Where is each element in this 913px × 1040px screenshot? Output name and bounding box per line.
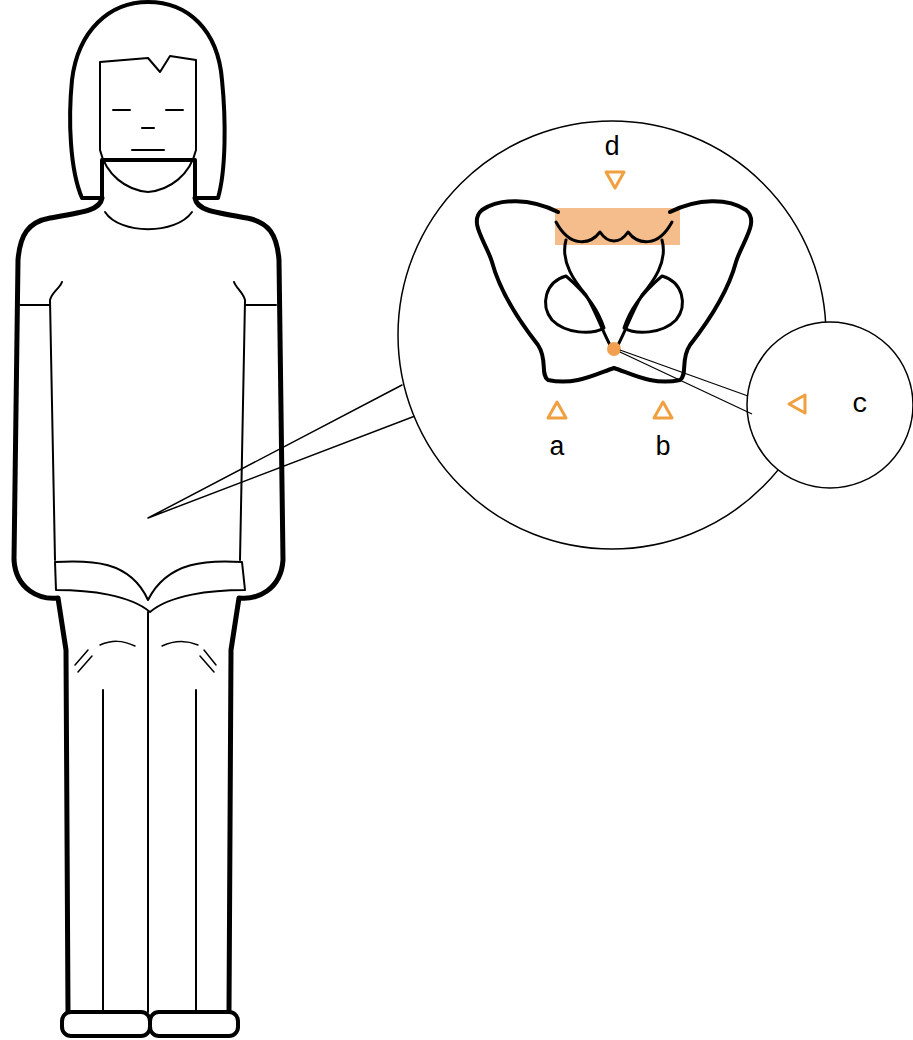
shoe [62, 1012, 150, 1036]
pants [103, 612, 196, 1012]
nose [142, 127, 154, 129]
circle-outline [397, 120, 827, 550]
shirt-hem [55, 561, 245, 612]
sacrum [565, 240, 664, 345]
sacrum-top [556, 222, 672, 242]
callout-wedge [148, 385, 436, 518]
obturator-foramen [546, 276, 683, 332]
marker-triangle [654, 402, 672, 418]
part-letter: b [655, 435, 671, 462]
pelvis-outline [477, 201, 751, 381]
part-letter: c [852, 392, 868, 419]
marker-triangle [789, 395, 805, 413]
hair-outline [70, 2, 224, 198]
shoe [150, 1012, 238, 1036]
part-letter: a [549, 435, 565, 462]
knee-crease [75, 641, 216, 672]
magnifier-circle: d a b [397, 120, 827, 550]
magnifier-circle: c [746, 321, 913, 489]
eye [113, 109, 183, 111]
marker-triangle [548, 402, 566, 418]
mouth [132, 149, 164, 151]
circle-outline [747, 322, 913, 488]
part-letter: d [604, 135, 620, 162]
body-outline [14, 198, 283, 1012]
detail-leader [620, 350, 752, 414]
symphysis-dot [607, 342, 621, 356]
neck-collar [105, 212, 192, 229]
circle-outline [746, 321, 913, 489]
face-bangs [100, 56, 196, 192]
marker-triangle [606, 172, 624, 188]
circle-outline [398, 121, 826, 549]
sleeve-line [20, 304, 276, 306]
highlight-band [555, 208, 680, 245]
